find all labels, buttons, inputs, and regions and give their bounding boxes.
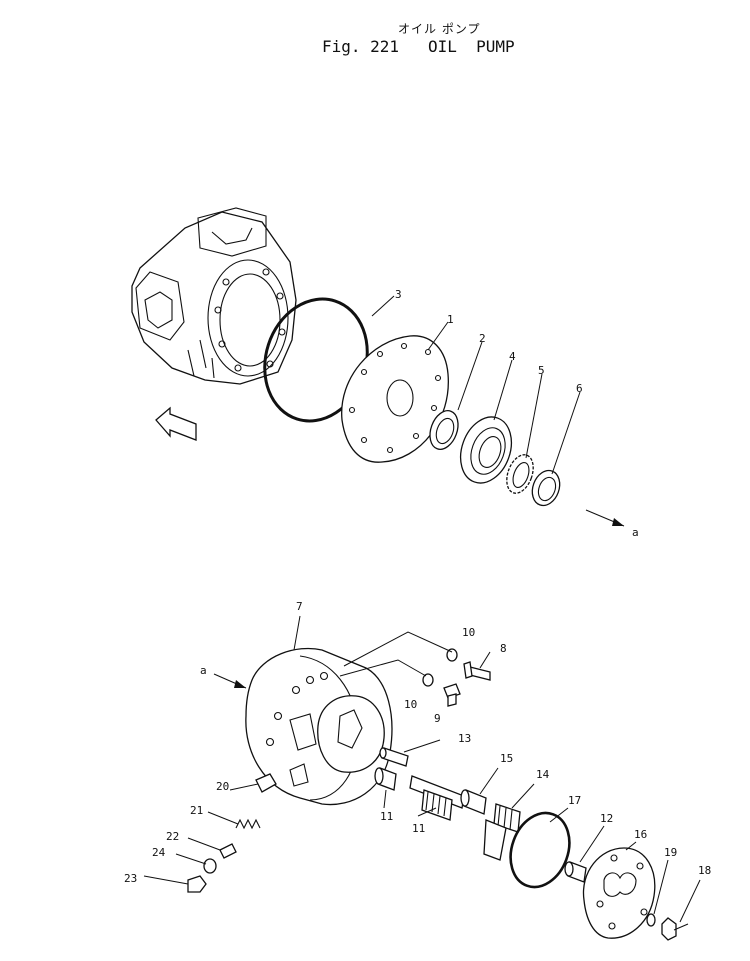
callout-4: 4 xyxy=(509,350,516,363)
driven-gear-part-15 xyxy=(483,803,521,861)
callout-3: 3 xyxy=(395,288,402,301)
bolt-part-19 xyxy=(661,917,689,941)
callout-10-lower: 10 xyxy=(404,698,417,711)
callout-20: 19 xyxy=(664,846,677,859)
cover-part-17 xyxy=(582,847,656,939)
bolt-part-9 xyxy=(443,683,461,707)
gear-shaft-part-11 xyxy=(409,775,465,821)
callout-21: 20 xyxy=(216,780,229,793)
figure-number: Fig. 221 xyxy=(322,37,400,56)
reference-arrow-a-upper xyxy=(585,509,625,527)
callout-9: 9 xyxy=(434,712,441,725)
plug-part-24 xyxy=(187,875,207,893)
callout-8: 8 xyxy=(500,642,507,655)
bushing-part-13 xyxy=(564,861,587,883)
reference-label-a-upper: a xyxy=(632,526,639,539)
callout-6: 6 xyxy=(576,382,583,395)
callout-17: 16 xyxy=(634,828,647,841)
callout-23: 22 xyxy=(166,830,179,843)
housing-case xyxy=(131,207,297,385)
callout-2: 2 xyxy=(479,332,486,345)
callout-leaders xyxy=(143,295,701,923)
callout-5: 5 xyxy=(538,364,545,377)
pump-body-part-7 xyxy=(245,647,393,806)
callout-12: 11 xyxy=(380,810,393,823)
washer-part-10-lower xyxy=(422,673,434,687)
reference-arrow-a-lower xyxy=(213,673,247,689)
seal-part-2 xyxy=(429,410,459,450)
callout-25: 24 xyxy=(152,846,166,859)
spring-part-22 xyxy=(235,818,261,830)
pin-part-14 xyxy=(379,747,409,767)
callout-14: 13 xyxy=(458,732,471,745)
front-arrow-icon xyxy=(155,406,197,441)
figure-title: Fig. 221 OIL PUMP xyxy=(322,37,515,56)
washer-part-20 xyxy=(646,913,656,927)
collar-part-6 xyxy=(531,469,561,507)
bushing-part-16 xyxy=(460,789,487,815)
flange-plate-part-1 xyxy=(341,335,449,463)
figure-title-japanese: オイル ポンプ xyxy=(398,22,481,36)
bushing-part-12 xyxy=(374,767,397,791)
snap-ring-part-5 xyxy=(506,454,534,494)
gasket-part-25 xyxy=(203,858,217,874)
bearing-part-4 xyxy=(459,416,513,484)
callout-19: 18 xyxy=(698,864,711,877)
callout-11: 11 xyxy=(412,822,425,835)
callout-22: 21 xyxy=(190,804,203,817)
washer-part-23 xyxy=(219,843,237,859)
o-ring-part-18 xyxy=(509,811,571,889)
callout-16: 15 xyxy=(500,752,513,765)
callout-1: 1 xyxy=(447,313,454,326)
leader-line-10-upper xyxy=(343,631,453,667)
figure-part-name: OIL PUMP xyxy=(427,37,515,56)
plunger-part-21 xyxy=(255,773,277,793)
callout-24: 23 xyxy=(124,872,137,885)
callout-7: 7 xyxy=(296,600,303,613)
bolt-part-8 xyxy=(463,661,491,681)
callout-13: 12 xyxy=(600,812,613,825)
callout-18: 17 xyxy=(568,794,581,807)
leader-line-10-lower xyxy=(339,659,427,677)
callout-15: 14 xyxy=(536,768,550,781)
washer-part-10-upper xyxy=(446,648,458,662)
callout-10-upper: 10 xyxy=(462,626,475,639)
reference-label-a-lower: a xyxy=(200,664,207,677)
